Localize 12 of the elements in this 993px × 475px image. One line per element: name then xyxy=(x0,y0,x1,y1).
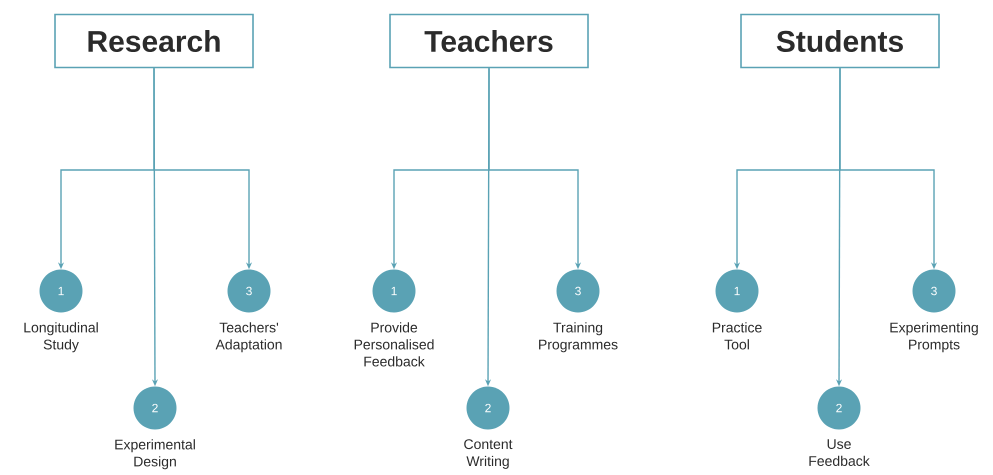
item-label: Provide Personalised Feedback xyxy=(354,322,434,366)
heading-box: Research xyxy=(54,14,254,68)
item-label: Experimental Design xyxy=(115,439,195,470)
item-label: Training Programmes xyxy=(539,322,618,352)
item-label: Experimenting Prompts xyxy=(890,322,978,352)
item-label: Longitudinal Study xyxy=(24,322,98,352)
heading-box: Teachers xyxy=(389,14,589,68)
heading-box: Students xyxy=(740,14,940,68)
item-label: Use Feedback xyxy=(809,439,870,466)
item-label: Content Writing xyxy=(464,439,512,469)
item-label: Teachers' Adaptation xyxy=(216,322,282,352)
item-label: Practice Tool xyxy=(712,322,762,350)
